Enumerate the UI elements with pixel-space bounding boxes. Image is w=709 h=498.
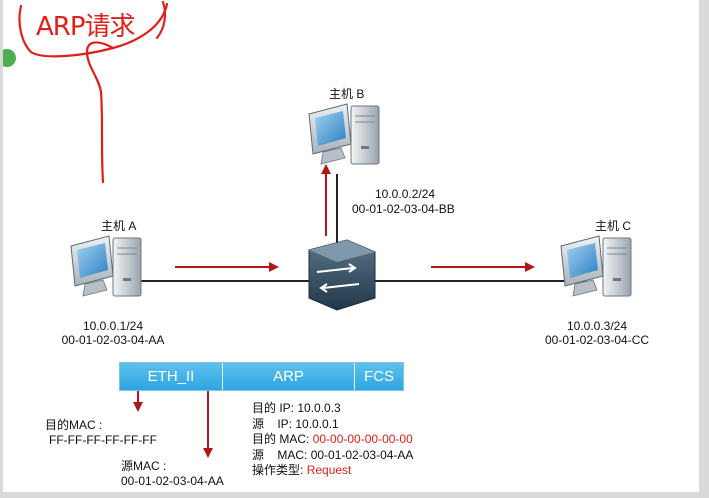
arp-field-row: 操作类型: Request — [252, 463, 413, 479]
frame-segment-eth2: ETH_II — [120, 363, 223, 390]
arp-fields: 目的 IP: 10.0.0.3 源 IP: 10.0.0.1 目的 MAC: 0… — [252, 401, 413, 479]
arp-field-row: 目的 IP: 10.0.0.3 — [252, 401, 413, 417]
dest-mac-label: 目的MAC : — [45, 418, 103, 432]
handwritten-title: ARP请求 — [36, 12, 136, 42]
switch-icon — [308, 239, 376, 311]
host-c-label: 主机 C — [595, 219, 632, 233]
host-a-label: 主机 A — [101, 219, 137, 233]
arp-field-value: 10.0.0.3 — [297, 401, 341, 415]
arp-field-key: 操作类型: — [252, 463, 304, 478]
host-c-computer-icon — [560, 235, 632, 297]
arp-field-row: 目的 MAC: 00-00-00-00-00-00 — [252, 432, 413, 448]
frame-segment-arp: ARP — [223, 363, 355, 390]
arp-field-value: 10.0.0.1 — [295, 416, 339, 431]
host-b-ip: 10.0.0.2/24 — [375, 187, 436, 201]
src-mac-label: 源MAC : — [121, 459, 167, 473]
host-c-mac: 00-01-02-03-04-CC — [544, 333, 650, 347]
dest-mac-value: FF-FF-FF-FF-FF-FF — [49, 433, 157, 447]
pointer-dot — [3, 49, 16, 67]
arp-field-key: 源 MAC: — [252, 447, 308, 462]
host-a-mac: 00-01-02-03-04-AA — [61, 333, 165, 347]
arp-field-key: 目的 IP: — [252, 401, 295, 415]
host-a-computer-icon — [70, 235, 142, 297]
diagram-slide: ARP请求 主机 A 10.0.0.1/24 00-01-02-03-04-AA… — [3, 0, 699, 492]
frame-segment-fcs: FCS — [355, 363, 403, 390]
arp-field-value: 00-00-00-00-00-00 — [312, 432, 413, 447]
arp-field-key: 目的 MAC: — [252, 432, 310, 447]
network-diagram — [3, 0, 632, 458]
host-b-computer-icon — [308, 103, 380, 165]
host-b-label: 主机 B — [329, 87, 365, 101]
arp-field-key: 源 IP: — [252, 416, 293, 431]
arp-field-value: Request — [306, 463, 352, 478]
arp-field-value: 00-01-02-03-04-AA — [310, 447, 414, 462]
host-a-ip: 10.0.0.1/24 — [82, 319, 144, 333]
host-c-ip: 10.0.0.3/24 — [566, 319, 628, 333]
src-mac-value: 00-01-02-03-04-AA — [121, 474, 224, 488]
host-b-mac: 00-01-02-03-04-BB — [352, 202, 455, 216]
arp-field-row: 源 MAC: 00-01-02-03-04-AA — [252, 448, 413, 464]
arp-field-row: 源 IP: 10.0.0.1 — [252, 417, 413, 433]
ethernet-frame: ETH_II ARP FCS — [119, 362, 404, 391]
handwritten-bracket — [18, 0, 169, 184]
